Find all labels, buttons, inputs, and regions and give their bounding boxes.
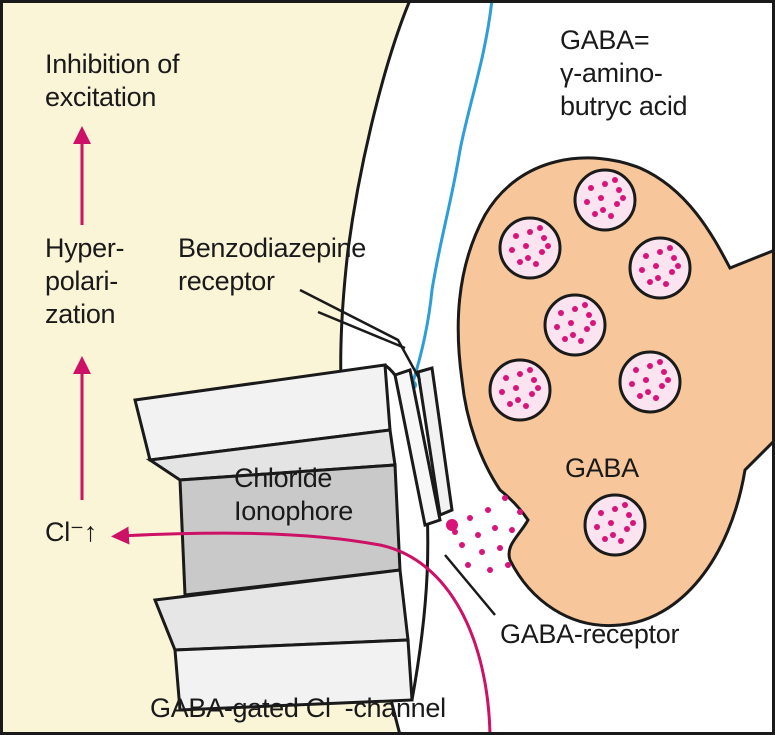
gaba-molecule [535,385,541,391]
gaba-molecule [608,213,614,219]
gaba-molecule [545,243,551,249]
gaba-molecule [659,383,665,389]
gaba-molecule [645,389,651,395]
gaba-molecule [592,211,598,217]
gaba-molecule [570,332,576,338]
gaba-molecule [527,229,533,235]
gaba-molecule [586,312,592,318]
gaba-molecule [669,269,675,275]
gaba-vesicle-icon [630,238,690,298]
gaba-molecule [499,389,505,395]
gaba-molecule [584,199,590,205]
chloride-ionophore-label: Chloride Ionophore [234,462,353,528]
gaba-molecule [657,249,663,255]
gaba-molecule [633,367,639,373]
gaba-molecule [582,302,588,308]
gaba-molecule [602,536,608,542]
chloride-channel [135,365,452,710]
gaba-vesicle-icon [585,495,645,555]
gaba-vesicle-icon [620,352,680,412]
gaba-molecule [523,403,529,409]
gaba-molecule [588,185,594,191]
gaba-molecule [517,259,523,265]
gaba-molecule [600,207,606,213]
gaba-molecule [663,281,669,287]
gaba-molecule [653,263,659,269]
gaba-molecule [608,520,614,526]
gaba-molecule [647,363,653,369]
gaba-molecule [513,233,519,239]
gaba-molecule [594,524,600,530]
gaba-vesicles-label: GABA [565,452,639,485]
gaba-vesicle-icon [545,295,605,355]
gaba-molecule [614,201,620,207]
gaba-molecule [509,247,515,253]
gaba-molecule [539,249,545,255]
gaba-molecule [665,377,671,383]
chloride-ion-label: Cl⁻↑ [45,516,97,549]
inhibition-label: Inhibition of excitation [45,48,179,114]
gaba-molecule [531,377,537,383]
gaba-molecule [620,195,626,201]
gaba-molecule [657,359,663,365]
gaba-molecule [622,502,628,508]
gaba-vesicle-icon [575,170,635,230]
gaba-molecule [616,187,622,193]
gaba-molecule [523,243,529,249]
gaba-gated-channel-label: GABA-gated Cl⁻-channel [150,692,446,725]
gaba-molecule [637,393,643,399]
gaba-molecule [517,371,523,377]
gaba-molecule [630,520,636,526]
gaba-molecule [568,320,574,326]
gaba-molecule [610,532,616,538]
gaba-molecule [590,320,596,326]
hyperpolarization-label: Hyper- polari- zation [45,232,124,331]
gaba-vesicle-icon [490,360,550,420]
gaba-molecule [584,326,590,332]
gaba-molecule [533,261,539,267]
gaba-molecule [513,385,519,391]
gaba-molecule [675,263,681,269]
gaba-molecule [578,338,584,344]
gaba-molecule [671,255,677,261]
gaba-molecule [525,255,531,261]
gaba-molecule [643,253,649,259]
gaba-molecule [527,367,533,373]
gaba-molecule [629,381,635,387]
gaba-molecule [653,395,659,401]
gaba-vesicle-icon [500,218,560,278]
gaba-molecule [626,512,632,518]
gaba-molecule [667,245,673,251]
gaba-molecule [655,275,661,281]
gaba-definition-label: GABA= γ-amino- butryc acid [560,24,687,123]
gaba-molecule [598,195,604,201]
gaba-molecule [661,369,667,375]
gaba-receptor-label: GABA-receptor [500,618,679,651]
gaba-molecule [503,375,509,381]
gaba-molecule [643,377,649,383]
gaba-molecule [558,310,564,316]
gaba-molecule [507,401,513,407]
gaba-molecule [602,181,608,187]
gaba-molecule [554,324,560,330]
gaba-molecule [618,538,624,544]
gaba-molecule [541,235,547,241]
gaba-molecule [612,177,618,183]
gaba-molecule [647,279,653,285]
gaba-molecule [598,510,604,516]
benzodiazepine-receptor-label: Benzodiazepine receptor [178,232,366,298]
gaba-molecule [529,391,535,397]
gaba-molecule [612,506,618,512]
gaba-molecule [537,225,543,231]
gaba-molecule [515,397,521,403]
gaba-molecule [562,336,568,342]
gaba-molecule [639,267,645,273]
gaba-molecule [572,306,578,312]
gaba-molecule [624,526,630,532]
